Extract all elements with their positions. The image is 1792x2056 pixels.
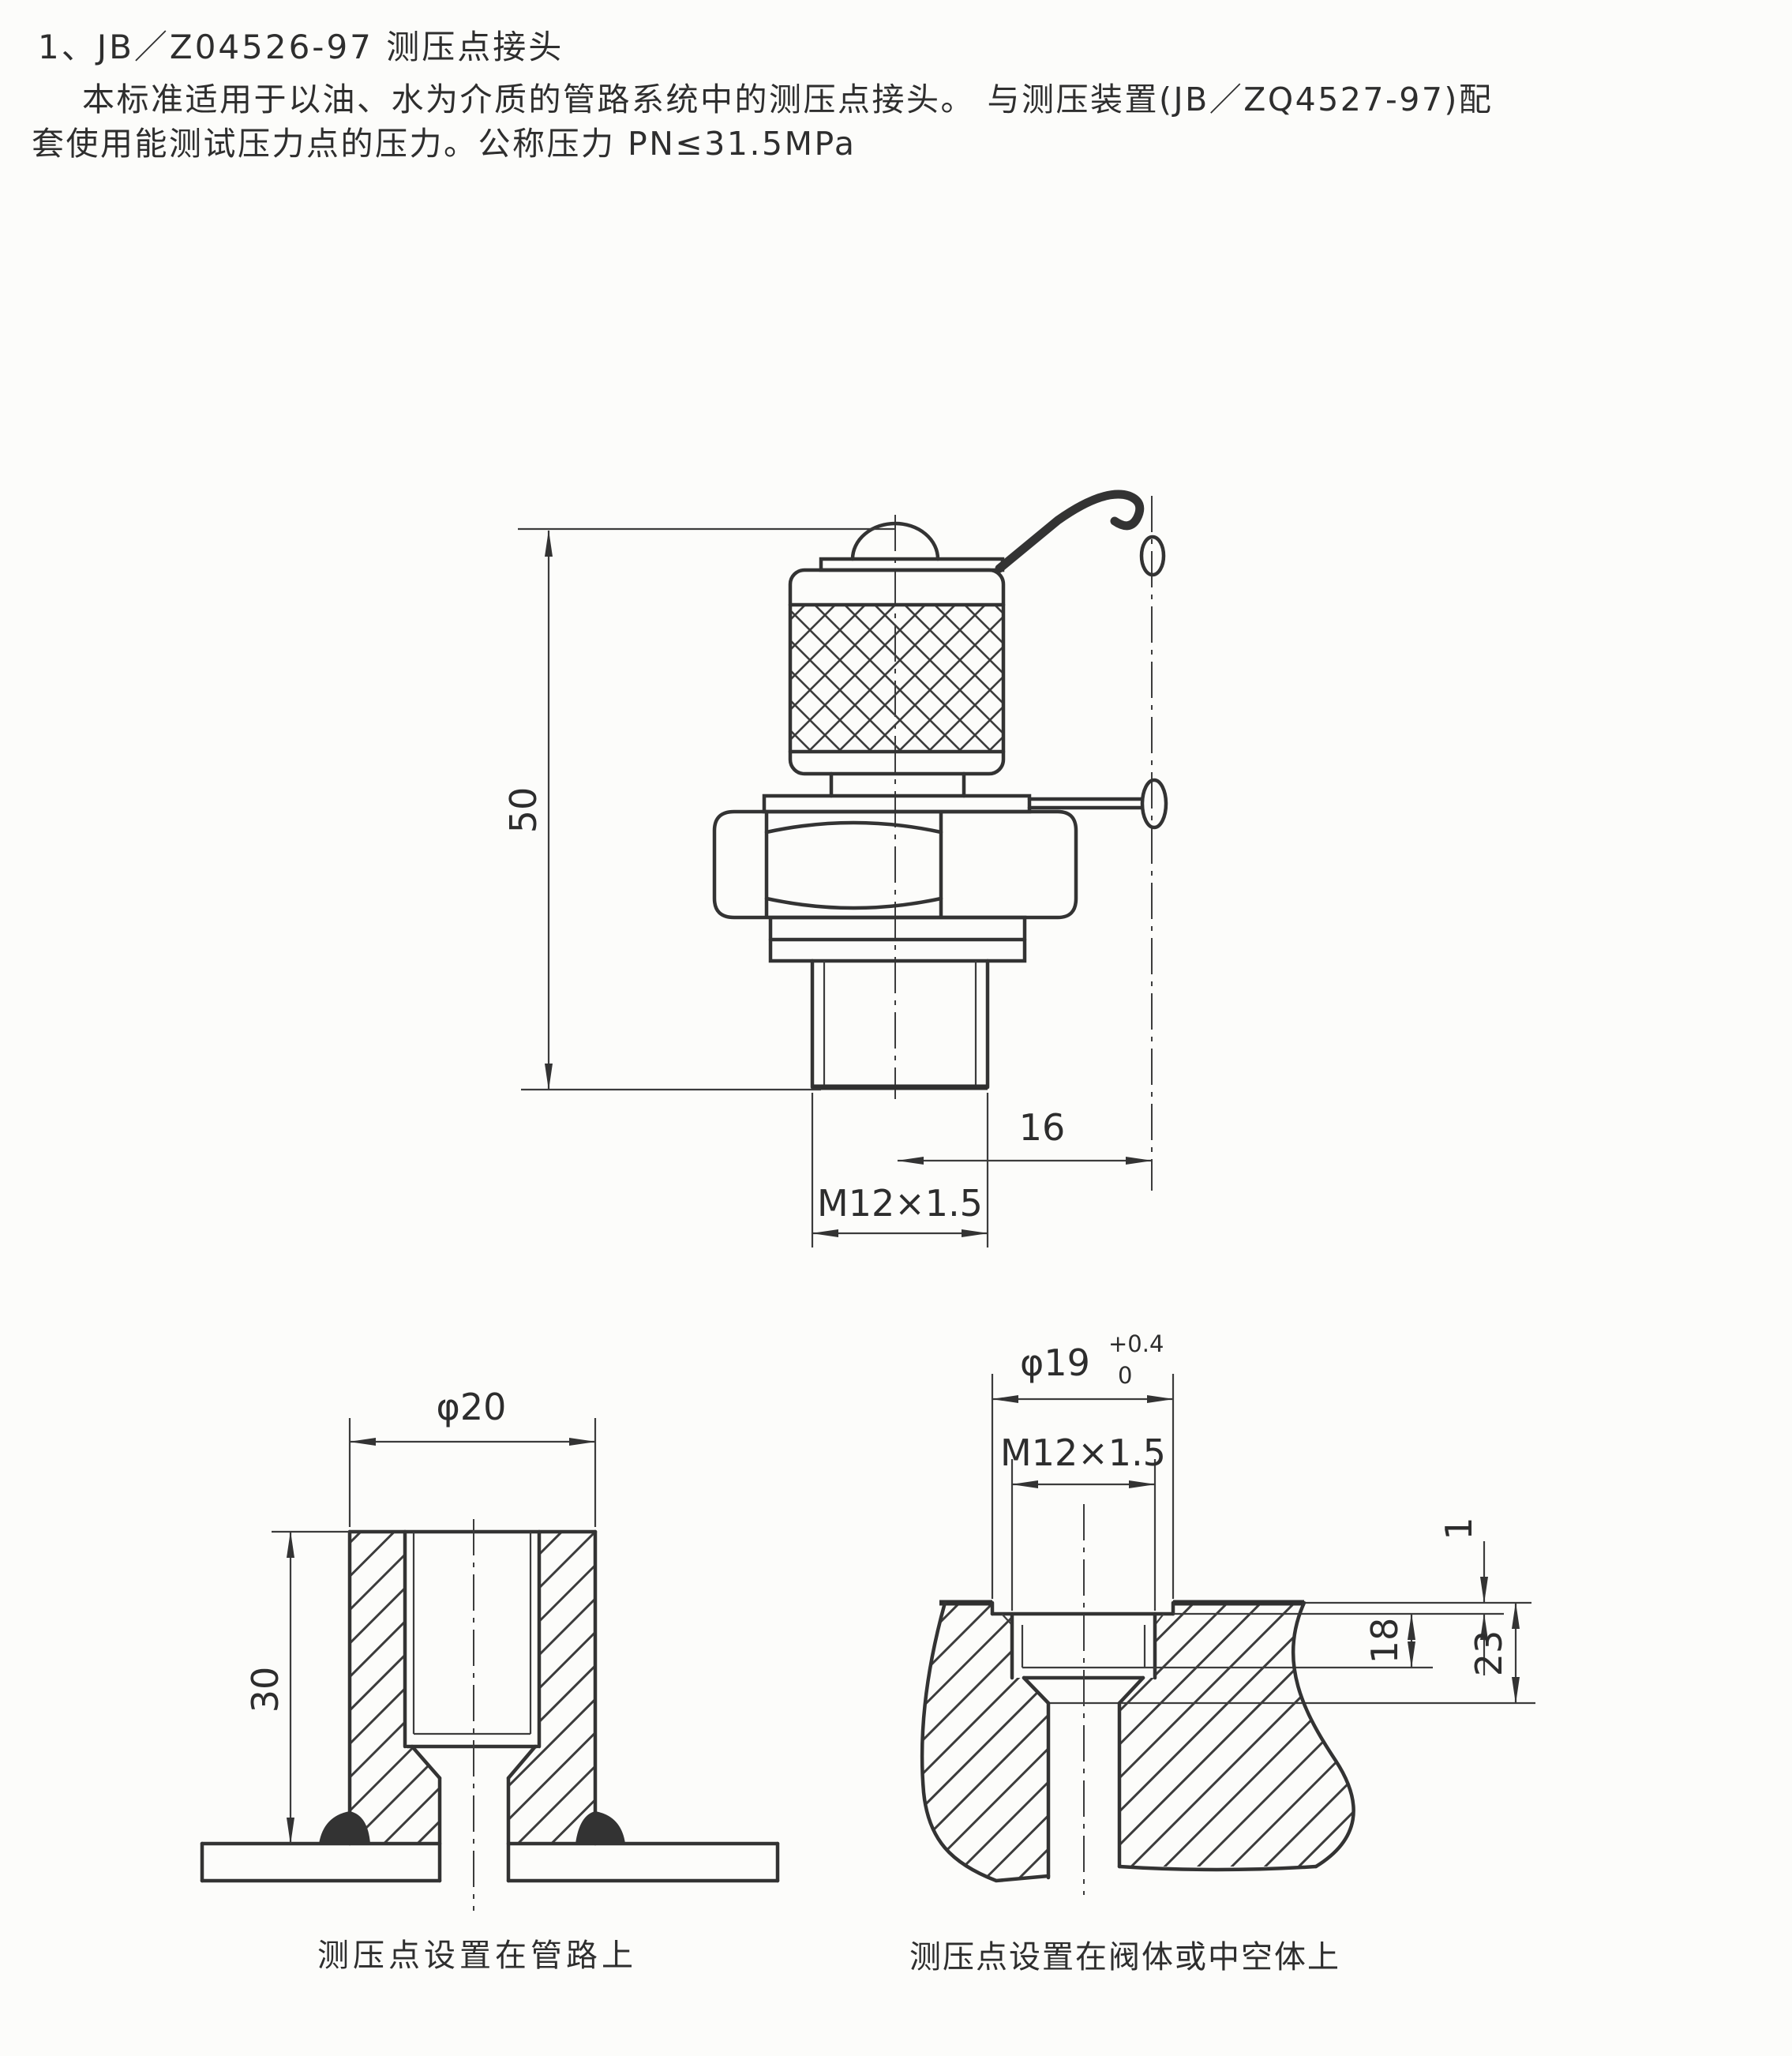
t-handle-end xyxy=(1140,778,1168,830)
boss-section-left xyxy=(350,1532,440,1844)
chain-link xyxy=(1139,535,1166,577)
dim-label-23: 23 xyxy=(1468,1630,1510,1677)
dim-label-m12-main: M12×1.5 xyxy=(817,1182,983,1225)
washer-plate xyxy=(762,794,1032,814)
caption-valve-body: 测压点设置在阀体或中空体上 xyxy=(909,1939,1340,1975)
dim-label-m12-body: M12×1.5 xyxy=(1000,1431,1166,1474)
dimension-phi19: φ19 +0.4 0 xyxy=(991,1330,1175,1599)
dim-label-1: 1 xyxy=(1438,1517,1480,1540)
dim-label-50: 50 xyxy=(502,787,545,834)
release-lever xyxy=(995,490,1145,573)
break-edge-left xyxy=(920,1600,1051,1883)
break-edge-bottom xyxy=(1117,1864,1318,1872)
dim-label-30: 30 xyxy=(244,1667,287,1713)
dimension-1: 1 xyxy=(1438,1517,1488,1675)
body-section-left xyxy=(922,1603,1048,1881)
pipe-mount-section: φ20 30 xyxy=(200,1386,780,1911)
valve-body-section: φ19 +0.4 0 M12×1.5 1 18 xyxy=(920,1330,1535,1895)
boss-section-right xyxy=(508,1532,595,1844)
weld-fillet-left xyxy=(319,1811,370,1844)
dimension-30: 30 xyxy=(244,1531,294,1844)
tapped-hole xyxy=(1010,1611,1535,1880)
break-edge-right xyxy=(1291,1600,1355,1869)
weld-fillet-right xyxy=(575,1811,625,1844)
cap-dome xyxy=(850,521,940,561)
caption-pipe-mount: 测压点设置在管路上 xyxy=(317,1938,637,1974)
dim-label-phi20: φ20 xyxy=(437,1386,507,1428)
fitting-front-view: 50 16 M12×1.5 xyxy=(502,490,1168,1247)
knurled-cap xyxy=(788,568,1006,776)
threaded-hole xyxy=(403,1529,542,1883)
body-section-right xyxy=(1119,1603,1354,1867)
dimension-16: 16 xyxy=(897,1106,1153,1165)
dimension-18: 18 xyxy=(1363,1613,1415,1668)
paragraph-line-1: 本标准适用于以油、水为介质的管路系统中的测压点接头。 与测压装置(JB／ZQ45… xyxy=(82,81,1494,118)
knurl-pattern xyxy=(792,606,1002,753)
dim-label-18: 18 xyxy=(1363,1618,1406,1664)
paragraph-line-2: 套使用能测试压力点的压力。公称压力 PN≤31.5MPa xyxy=(32,125,857,163)
dim-label-phi19-lower-tol: 0 xyxy=(1118,1362,1132,1389)
hex-nut xyxy=(712,809,1078,920)
dimension-50: 50 xyxy=(502,527,895,1091)
dim-label-phi19-upper-tol: +0.4 xyxy=(1108,1330,1164,1357)
dim-label-phi19: φ19 xyxy=(1020,1341,1090,1384)
dimension-m12-body: M12×1.5 xyxy=(1000,1431,1166,1611)
dimension-23: 23 xyxy=(1468,1602,1520,1704)
dimension-phi20: φ20 xyxy=(348,1386,597,1527)
page-title: 1、JB／Z04526-97 测压点接头 xyxy=(38,28,564,66)
dimension-m12-main: M12×1.5 xyxy=(811,1093,989,1247)
dim-label-16: 16 xyxy=(1019,1106,1066,1149)
pipe-wall xyxy=(200,1841,780,1883)
